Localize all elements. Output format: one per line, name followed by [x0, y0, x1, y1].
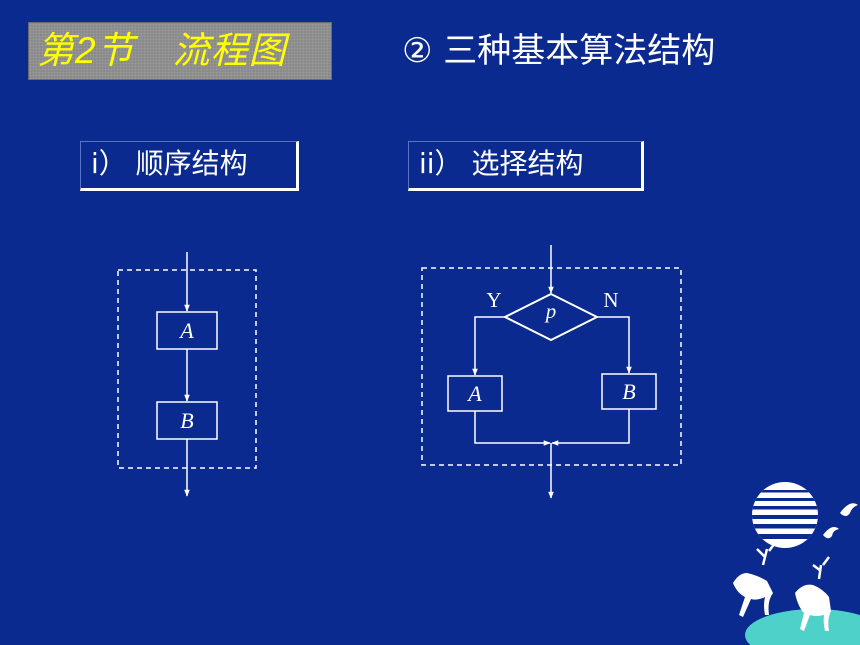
no-branch-arrow [597, 316, 632, 374]
selection-flowchart: p Y N A B [421, 245, 682, 499]
moon-and-deer-logo-icon [733, 482, 860, 645]
merge-right-arrow [551, 409, 630, 446]
selection-box-a-label: A [466, 381, 482, 406]
decision-condition-label: p [544, 299, 557, 323]
selection-dashed-frame [421, 267, 682, 466]
yes-branch-label: Y [486, 288, 501, 312]
sequence-box-b-label: B [180, 408, 193, 433]
merge-left-arrow [474, 411, 551, 446]
decision-diamond [502, 292, 600, 342]
sequence-box-a-label: A [178, 318, 194, 343]
yes-branch-arrow [472, 316, 505, 376]
section-badge: 第2节 流程图 [28, 22, 332, 80]
selection-structure-label: ii） 选择结构 [408, 141, 644, 191]
sequence-structure-label: i） 顺序结构 [80, 141, 299, 191]
slide-heading: ② 三种基本算法结构 [402, 31, 716, 71]
section-badge-text: 第2节 流程图 [37, 30, 287, 71]
sequence-flowchart: A B [117, 252, 257, 497]
selection-box-b-label: B [622, 379, 635, 404]
no-branch-label: N [603, 288, 618, 312]
